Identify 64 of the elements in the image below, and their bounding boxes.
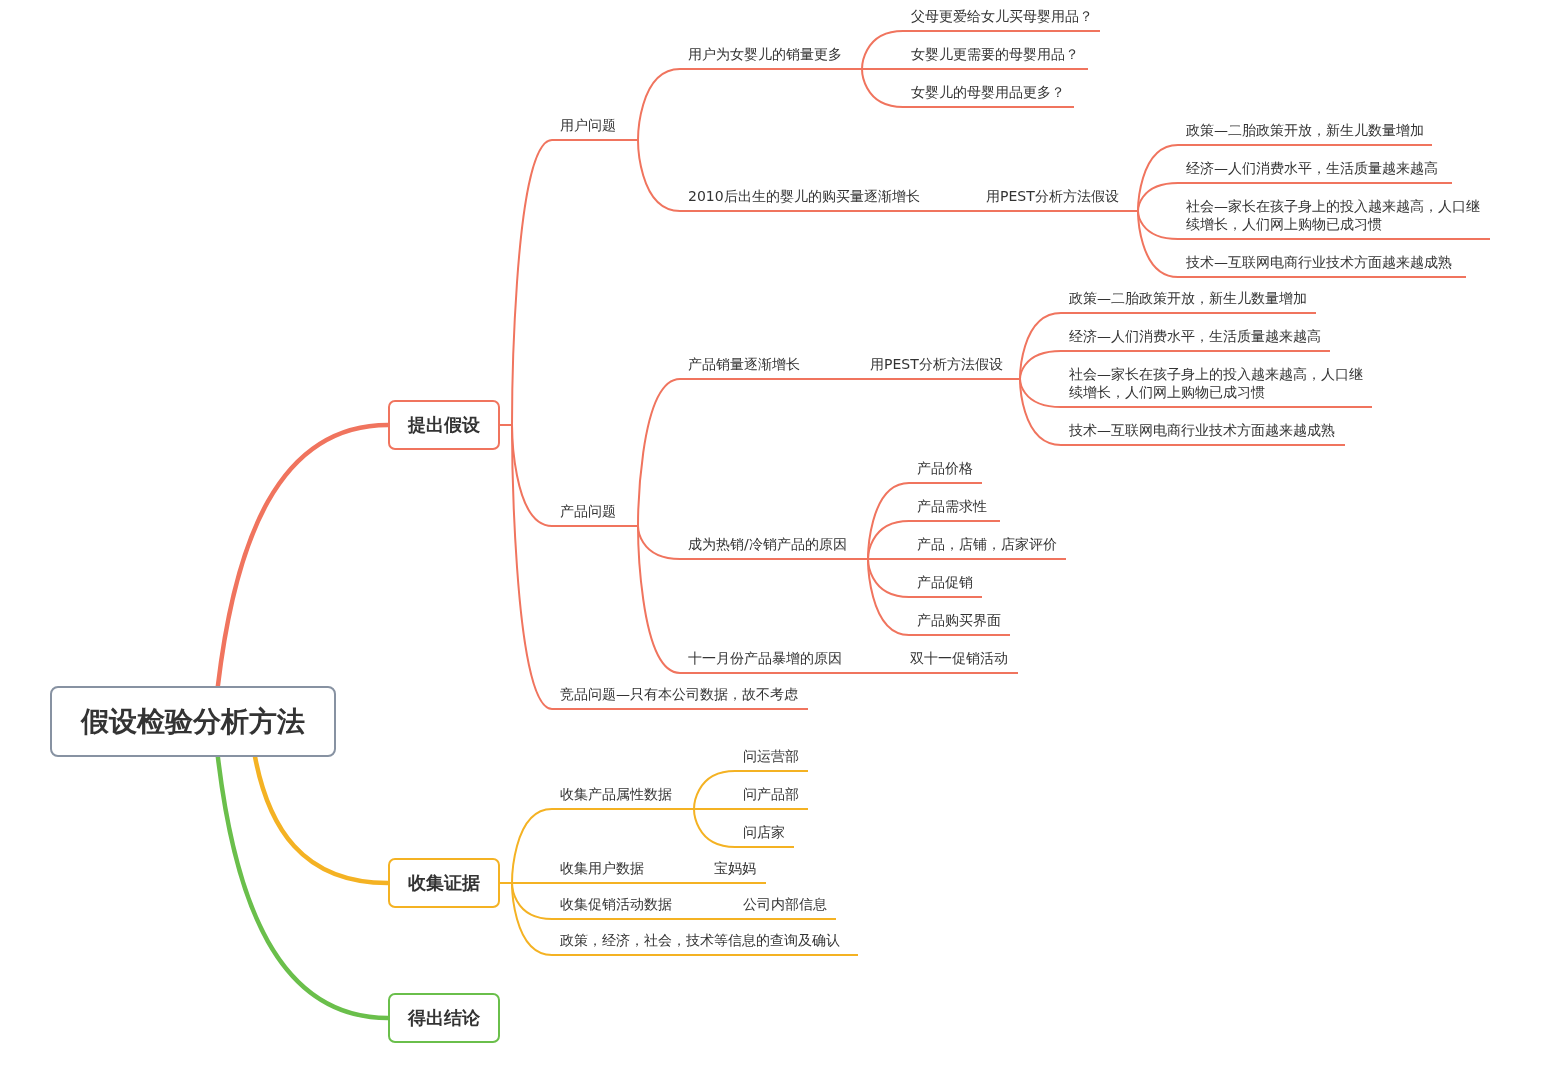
branch-line (1137, 210, 1179, 278)
branch-line (867, 558, 910, 560)
underlined-topic: 产品销量逐渐增长 (680, 355, 856, 380)
branch-line (895, 672, 903, 674)
underlined-topic: 收集用户数据 (552, 859, 700, 884)
branch-line (499, 424, 553, 710)
branch-line (861, 30, 904, 70)
underlined-topic: 政策，经济，社会，技术等信息的查询及确认 (552, 931, 858, 956)
underlined-topic: 公司内部信息 (735, 895, 836, 920)
underlined-topic: 用PEST分析方法假设 (978, 187, 1138, 212)
underlined-topic: 收集促销活动数据 (552, 895, 730, 920)
branch-line (1019, 378, 1062, 446)
category-box: 提出假设 (388, 400, 500, 450)
underlined-topic: 父母更爱给女儿买母婴用品？ (903, 7, 1100, 32)
underlined-topic: 用户问题 (552, 116, 638, 141)
underlined-topic: 技术—互联网电商行业技术方面越来越成熟 (1061, 421, 1345, 446)
branch-line (637, 68, 681, 141)
underlined-topic: 技术—互联网电商行业技术方面越来越成熟 (1178, 253, 1466, 278)
category-box: 得出结论 (388, 993, 500, 1043)
underlined-topic: 经济—人们消费水平，生活质量越来越高 (1178, 159, 1452, 184)
underlined-topic: 成为热销/冷销产品的原因 (680, 535, 868, 560)
underlined-topic: 问店家 (735, 823, 794, 848)
branch-line (1019, 350, 1062, 380)
branch-line (693, 808, 736, 848)
branch-line (861, 68, 904, 108)
branch-line (693, 770, 736, 810)
underlined-topic: 问运营部 (735, 747, 808, 772)
underlined-topic: 产品促销 (909, 573, 982, 598)
underlined-topic: 问产品部 (735, 785, 808, 810)
branch-line (867, 520, 910, 560)
branch-line (855, 378, 863, 380)
underlined-topic: 十一月份产品暴增的原因 (680, 649, 896, 674)
underlined-topic: 社会—家长在孩子身上的投入越来越高，人口继续增长，人们网上购物已成习惯 (1178, 197, 1490, 240)
branch-line (693, 808, 736, 810)
branch-line (637, 525, 681, 674)
branch-line (861, 68, 904, 70)
underlined-topic: 女婴儿的母婴用品更多？ (903, 83, 1074, 108)
branch-line (867, 558, 910, 636)
branch-line (969, 210, 979, 212)
underlined-topic: 产品问题 (552, 502, 638, 527)
branch-line (499, 882, 553, 956)
underlined-topic: 产品购买界面 (909, 611, 1010, 636)
underlined-topic: 用户为女婴儿的销量更多 (680, 45, 862, 70)
branch-line (699, 882, 707, 884)
underlined-topic: 产品，店铺，店家评价 (909, 535, 1066, 560)
underlined-topic: 女婴儿更需要的母婴用品？ (903, 45, 1088, 70)
branch-line (637, 378, 681, 527)
branch-line (729, 918, 736, 920)
underlined-topic: 社会—家长在孩子身上的投入越来越高，人口继续增长，人们网上购物已成习惯 (1061, 365, 1372, 408)
branch-line (1137, 182, 1179, 212)
central-topic-box: 假设检验分析方法 (50, 686, 336, 757)
underlined-topic: 宝妈妈 (706, 859, 766, 884)
underlined-topic: 竞品问题—只有本公司数据，故不考虑 (552, 685, 808, 710)
underlined-topic: 2010后出生的婴儿的购买量逐渐增长 (680, 187, 970, 212)
underlined-topic: 产品价格 (909, 459, 982, 484)
branch-line (637, 139, 681, 212)
underlined-topic: 用PEST分析方法假设 (862, 355, 1020, 380)
underlined-topic: 政策—二胎政策开放，新生儿数量增加 (1178, 121, 1432, 146)
underlined-topic: 双十一促销活动 (902, 649, 1018, 674)
underlined-topic: 产品需求性 (909, 497, 1000, 522)
category-box: 收集证据 (388, 858, 500, 908)
underlined-topic: 收集产品属性数据 (552, 785, 694, 810)
underlined-topic: 经济—人们消费水平，生活质量越来越高 (1061, 327, 1330, 352)
underlined-topic: 政策—二胎政策开放，新生儿数量增加 (1061, 289, 1316, 314)
